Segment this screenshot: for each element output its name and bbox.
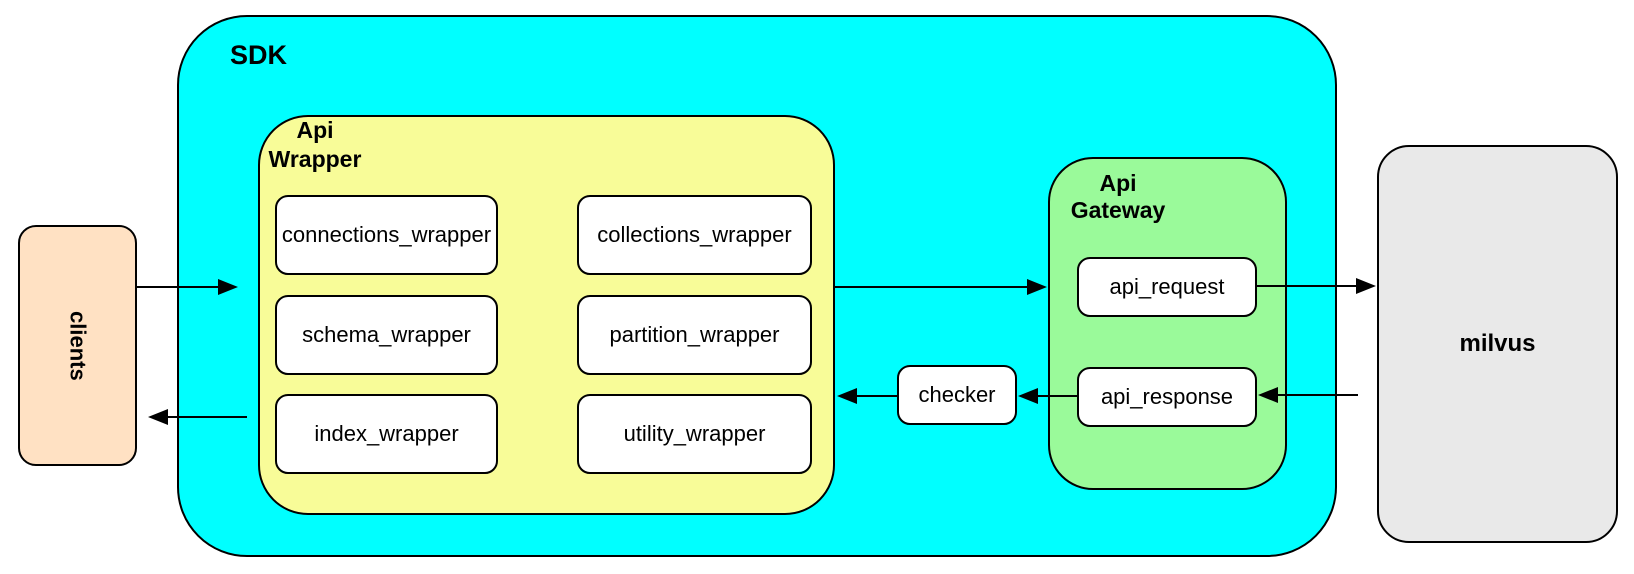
node-schema-wrapper: schema_wrapper <box>275 295 498 375</box>
api-wrapper-label-line2: Wrapper <box>268 146 362 172</box>
node-partition-wrapper: partition_wrapper <box>577 295 812 375</box>
api-gateway-label-line1: Api <box>1099 170 1137 196</box>
api-gateway-label-line2: Gateway <box>1070 197 1166 223</box>
api-gateway-label: Api Gateway <box>1058 170 1178 224</box>
api-wrapper-label: Api Wrapper <box>260 116 370 174</box>
node-api-request: api_request <box>1077 257 1257 317</box>
node-utility-wrapper: utility_wrapper <box>577 394 812 474</box>
milvus-label: milvus <box>1459 330 1536 357</box>
sdk-label: SDK <box>230 40 288 70</box>
api-gateway-container <box>1048 157 1287 490</box>
node-collections-wrapper: collections_wrapper <box>577 195 812 275</box>
api-wrapper-label-line1: Api <box>296 117 334 143</box>
node-connections-wrapper: connections_wrapper <box>275 195 498 275</box>
milvus-box: milvus <box>1377 145 1618 543</box>
node-checker: checker <box>897 365 1017 425</box>
clients-box: clients <box>18 225 137 466</box>
clients-label: clients <box>65 310 91 381</box>
node-index-wrapper: index_wrapper <box>275 394 498 474</box>
node-api-response: api_response <box>1077 367 1257 427</box>
